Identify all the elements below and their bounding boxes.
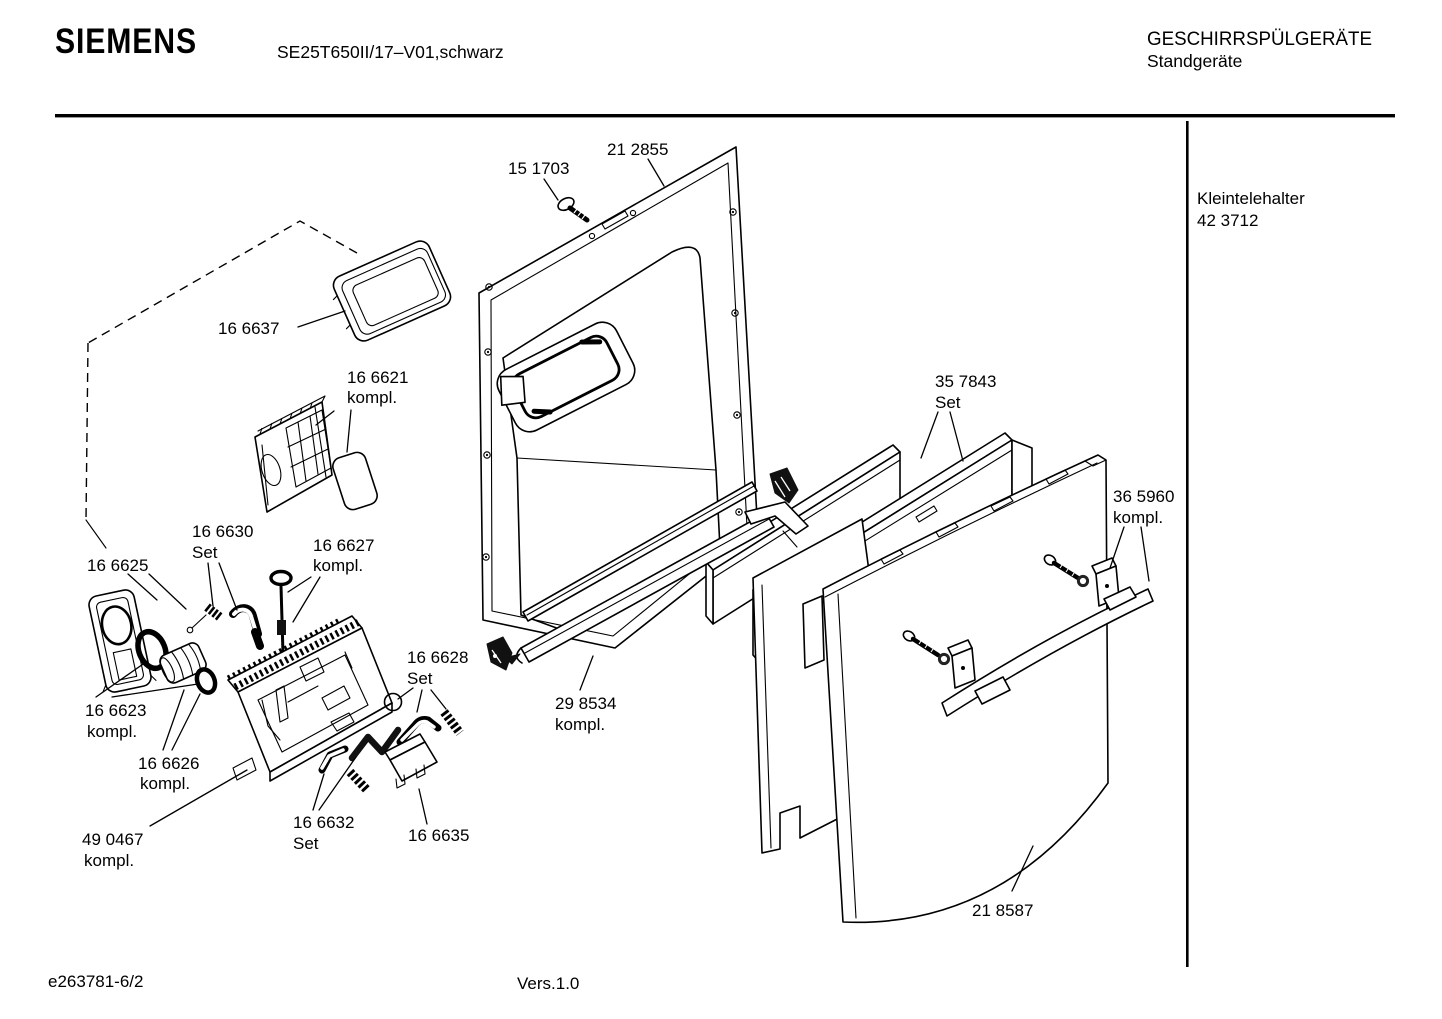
part-label-298534: 29 8534: [555, 694, 616, 713]
subcategory-title: Standgeräte: [1147, 51, 1242, 71]
part-label-166635: 16 6635: [408, 826, 469, 845]
part-label-365960: 36 5960: [1113, 487, 1174, 506]
header-rule: [55, 114, 1395, 118]
screw-drawing-151703: [557, 196, 590, 223]
lever-parts-cluster: [318, 692, 464, 794]
part-label-166627-suffix: kompl.: [313, 556, 363, 575]
construction-lines: [85, 220, 358, 549]
part-label-166625: 16 6625: [87, 556, 148, 575]
strips-drawing: [486, 467, 809, 671]
part-label-357843: 35 7843: [935, 372, 996, 391]
control-module-drawing: [254, 395, 378, 513]
part-label-490467-suffix: kompl.: [84, 851, 134, 870]
part-label-166627: 16 6627: [313, 536, 374, 555]
door-screw-bosses: [482, 208, 743, 561]
door-handle-assembly: [902, 554, 1154, 717]
part-label-166630: 16 6630: [192, 522, 253, 541]
document-number: e263781-6/2: [48, 972, 143, 991]
part-label-166630-suffix: Set: [192, 543, 218, 562]
part-label-166632: 16 6632: [293, 813, 354, 832]
part-label-166623: 16 6623: [85, 701, 146, 720]
category-title: GESCHIRRSPÜLGERÄTE: [1147, 29, 1372, 50]
part-label-166637: 16 6637: [218, 319, 279, 338]
side-divider: [1186, 121, 1189, 967]
part-label-166626-suffix: kompl.: [140, 774, 190, 793]
side-note-title: Kleintelehalter: [1197, 189, 1305, 208]
part-label-298534-suffix: kompl.: [555, 715, 605, 734]
part-label-212855: 21 2855: [607, 140, 668, 159]
part-label-166621: 16 6621: [347, 368, 408, 387]
side-note-number: 42 3712: [1197, 211, 1258, 230]
part-label-166628-suffix: Set: [407, 669, 433, 688]
part-label-166621-suffix: kompl.: [347, 388, 397, 407]
page-footer: e263781-6/2 Vers.1.0: [48, 972, 579, 993]
brand-logo: SIEMENS: [55, 22, 197, 61]
model-title: SE25T650II/17–V01,schwarz: [277, 42, 504, 62]
part-label-151703: 15 1703: [508, 159, 569, 178]
part-label-365960-suffix: kompl.: [1113, 508, 1163, 527]
version-label: Vers.1.0: [517, 974, 579, 993]
part-label-166626: 16 6626: [138, 754, 199, 773]
page-header: SIEMENS SE25T650II/17–V01,schwarz GESCHI…: [55, 22, 1395, 118]
part-label-218587: 21 8587: [972, 901, 1033, 920]
window-frame-drawing: [332, 240, 452, 342]
part-label-166628: 16 6628: [407, 648, 468, 667]
door-handle-drawing: [496, 321, 636, 433]
part-label-166623-suffix: kompl.: [87, 722, 137, 741]
side-note: Kleintelehalter 42 3712: [1186, 121, 1305, 967]
part-label-357843-suffix: Set: [935, 393, 961, 412]
dispenser-drawing: [226, 615, 393, 782]
leader-lines: [95, 158, 1150, 892]
part-label-490467: 49 0467: [82, 830, 143, 849]
part-labels: 15 1703 21 2855 16 6637 16 6621 kompl. 1…: [82, 140, 1174, 920]
part-label-166632-suffix: Set: [293, 834, 319, 853]
